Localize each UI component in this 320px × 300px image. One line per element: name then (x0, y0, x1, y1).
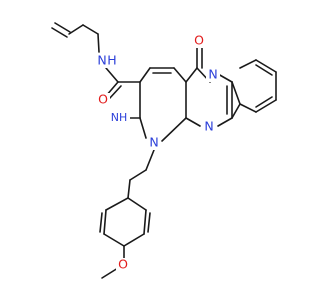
amide-o-label: O (98, 92, 108, 107)
bond-allyl-1 (51, 27, 68, 38)
bond-n1-c8a (161, 117, 187, 142)
bond-allyl-n (97, 33, 100, 53)
atom-methoxy-o: O (116, 257, 130, 272)
atom-ring-n-bridge: N (202, 119, 216, 134)
bond-c5 (185, 67, 198, 83)
ring-n1-label: N (149, 135, 158, 150)
methoxy-o-label: O (118, 257, 128, 272)
molecule-diagram: N H O O NH N N N O (51, 22, 277, 279)
bond-c2-n1 (139, 117, 147, 139)
bond-c8a-n (185, 117, 201, 127)
atom-amide-h: H (107, 53, 116, 68)
atom-amide-o: O (96, 92, 110, 107)
bond-c-npyr (217, 73, 233, 83)
bond-ar2 (127, 197, 147, 211)
bond-r4 (255, 99, 277, 113)
ring-n-pyrido-label: N (208, 67, 217, 82)
bond-ar7 (105, 197, 129, 211)
bond-o-me (101, 267, 119, 279)
bond-allyl-3 (82, 24, 99, 35)
bond-c4a-c5 (173, 67, 187, 83)
bond-ar6 (103, 209, 107, 235)
imino-label: NH (111, 111, 128, 124)
bond-r2 (255, 59, 277, 73)
bond-r6 (231, 103, 241, 119)
bond-n-c (217, 117, 233, 127)
bond-r1 (239, 59, 257, 69)
ketone-o-label: O (194, 33, 204, 48)
atom-ring-n1: N (147, 135, 161, 150)
bond-r5 (239, 103, 257, 113)
bond-allyl-1b (54, 22, 71, 33)
bond-ar3b (147, 212, 151, 233)
bond-r2b (255, 64, 273, 76)
ring-n-bridge-label: N (204, 119, 213, 134)
bond-n-carbonyl (105, 67, 119, 83)
bond-ar3 (143, 209, 147, 235)
bond-c3-c4 (139, 67, 151, 83)
amide-h-label: H (107, 53, 116, 68)
bond-ar5 (103, 233, 125, 247)
bond-c-o-2 (108, 85, 122, 100)
bond-ch2-ch2 (129, 169, 147, 181)
bond-allyl-2 (68, 24, 84, 35)
structure-svg: N H O O NH N N N O (51, 22, 277, 279)
bond-r4b (255, 96, 273, 108)
bond-n1-ch2 (145, 149, 155, 171)
atom-amide-n: N (91, 53, 113, 68)
atom-ketone-o: O (192, 33, 206, 48)
amide-n-label: N (97, 53, 106, 68)
bond-ar1 (127, 179, 131, 199)
bond-ar4 (123, 233, 145, 247)
atom-imino: NH (108, 111, 130, 125)
atom-ring-n-pyrido: N (206, 67, 220, 82)
bond-r7 (231, 81, 241, 105)
bond-ar6b (99, 212, 103, 233)
